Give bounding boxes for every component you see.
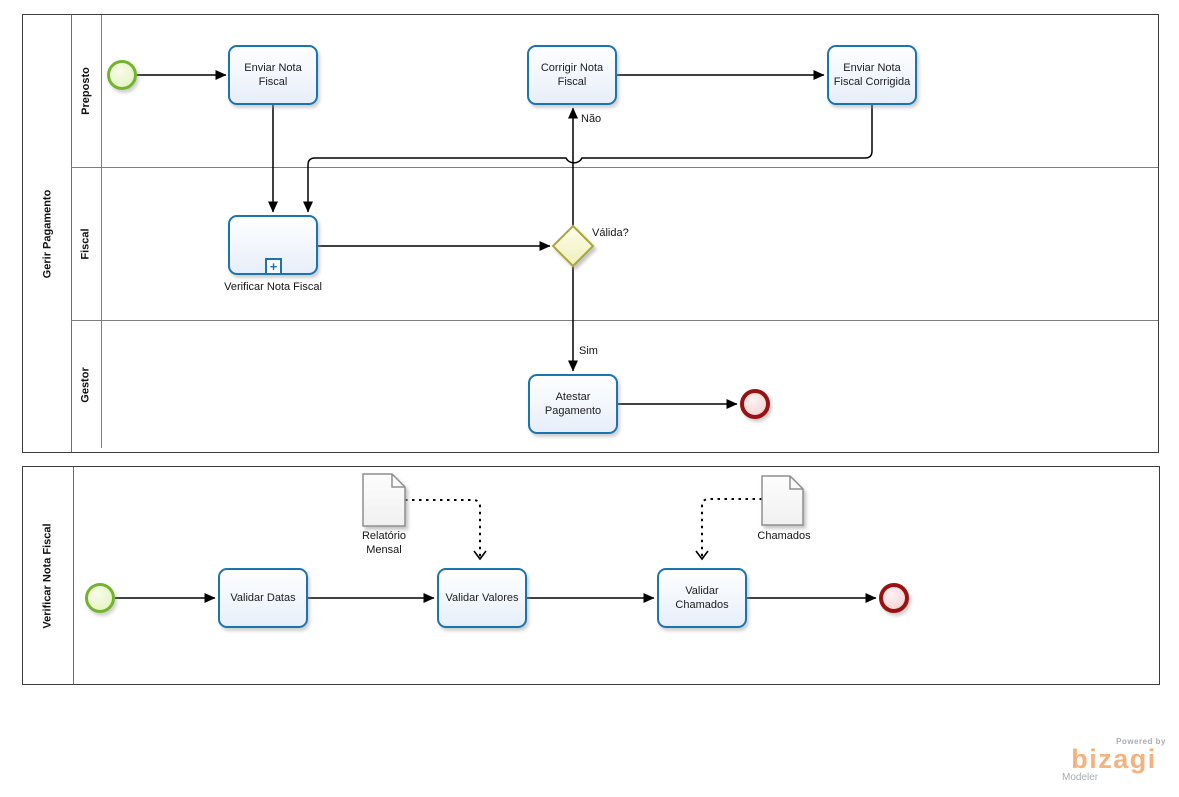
pool-gerir-pagamento-title: Gerir Pagamento	[41, 189, 54, 278]
lane-preposto: Preposto	[71, 15, 1158, 168]
task-validar-datas-label: Validar Datas	[230, 592, 296, 604]
gateway-valida-label: Válida?	[592, 227, 629, 239]
lane-gestor-label-cell[interactable]: Gestor	[71, 321, 102, 448]
lane-gestor: Gestor	[71, 321, 1158, 448]
bizagi-wordmark: bizagi	[1071, 744, 1157, 774]
document-relatorio-mensal-label: Relatório Mensal	[361, 530, 407, 556]
subprocess-verificar-nota-fiscal-label: Verificar Nota Fiscal	[224, 281, 322, 293]
task-validar-chamados-label: Validar Chamados	[675, 585, 729, 611]
lane-preposto-label-cell[interactable]: Preposto	[71, 15, 102, 167]
task-corrigir-nota-fiscal-label: Corrigir Nota Fiscal	[540, 62, 604, 88]
bizagi-logo: Powered by bizagi Modeler	[1062, 737, 1166, 783]
association-chamados-to-validar-chamados[interactable]	[695, 498, 762, 561]
end-event-gerir-pagamento[interactable]	[740, 389, 770, 419]
task-enviar-nota-fiscal-corrigida[interactable]: Enviar Nota Fiscal Corrigida	[827, 45, 917, 105]
pool-verificar-nota-fiscal-title-cell[interactable]: Verificar Nota Fiscal	[23, 467, 74, 684]
document-chamados-label: Chamados	[757, 530, 811, 542]
task-validar-chamados[interactable]: Validar Chamados	[657, 568, 747, 628]
subprocess-verificar-nota-fiscal[interactable]: +	[228, 215, 318, 275]
task-enviar-nota-fiscal-corrigida-label: Enviar Nota Fiscal Corrigida	[833, 62, 911, 88]
modeler-text: Modeler	[1062, 772, 1099, 783]
lane-fiscal-label-cell[interactable]: Fiscal	[71, 168, 102, 320]
task-validar-valores-label: Validar Valores	[445, 592, 519, 604]
flow-label-nao: Não	[581, 113, 602, 125]
flow-label-sim: Sim	[579, 345, 598, 357]
lane-fiscal-label: Fiscal	[80, 228, 92, 260]
task-enviar-nota-fiscal[interactable]: Enviar Nota Fiscal	[228, 45, 318, 105]
task-validar-datas[interactable]: Validar Datas	[218, 568, 308, 628]
lane-gestor-label: Gestor	[80, 366, 92, 403]
lane-fiscal: Fiscal	[71, 168, 1158, 321]
task-corrigir-nota-fiscal[interactable]: Corrigir Nota Fiscal	[527, 45, 617, 105]
start-event-gerir-pagamento[interactable]	[107, 60, 137, 90]
pool-gerir-pagamento: Gerir Pagamento Preposto Fiscal Gestor	[22, 14, 1159, 453]
association-relatorio-to-validar-valores[interactable]	[405, 499, 487, 561]
subprocess-plus-icon[interactable]: +	[265, 258, 282, 275]
task-atestar-pagamento-label: Atestar Pagamento	[544, 391, 602, 417]
task-atestar-pagamento[interactable]: Atestar Pagamento	[528, 374, 618, 434]
powered-by-text: Powered by	[1116, 737, 1166, 746]
end-event-verificar-nota-fiscal[interactable]	[879, 583, 909, 613]
task-validar-valores[interactable]: Validar Valores	[437, 568, 527, 628]
pool-verificar-nota-fiscal: Verificar Nota Fiscal	[22, 466, 1160, 685]
task-enviar-nota-fiscal-label: Enviar Nota Fiscal	[244, 62, 302, 88]
flow-enviar-corrigida-to-verificar[interactable]	[303, 105, 873, 213]
pool-gerir-pagamento-title-cell[interactable]: Gerir Pagamento	[23, 15, 72, 452]
lane-preposto-label: Preposto	[80, 67, 92, 115]
pool-verificar-nota-fiscal-title: Verificar Nota Fiscal	[42, 522, 55, 629]
start-event-verificar-nota-fiscal[interactable]	[85, 583, 115, 613]
